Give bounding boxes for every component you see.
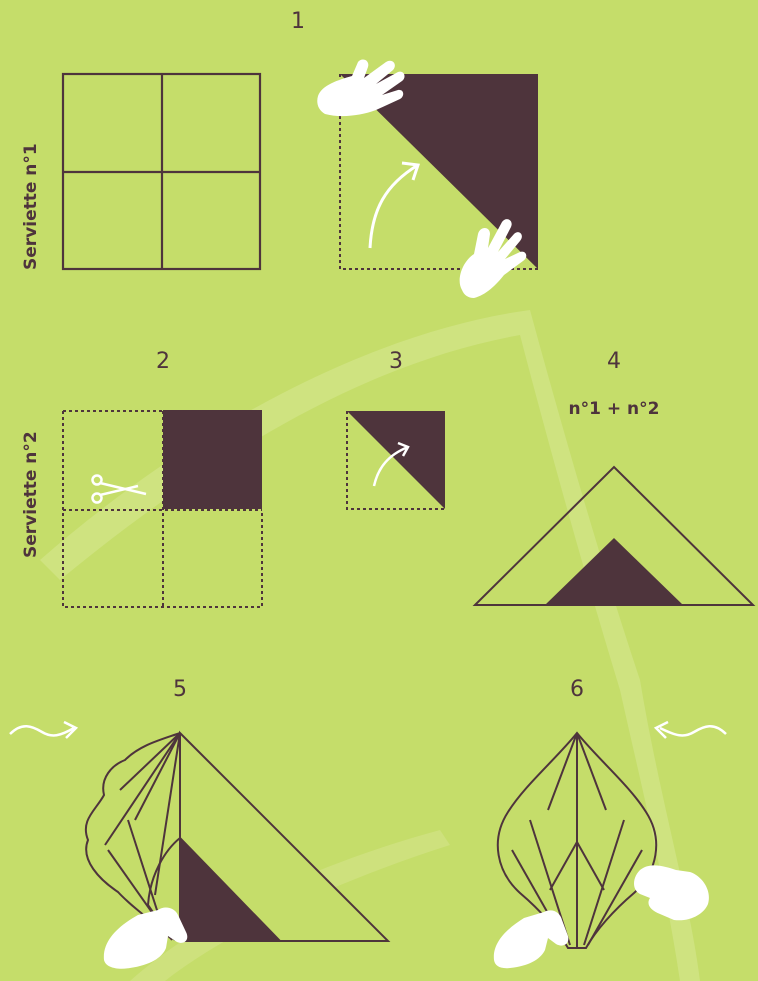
step-number-1: 1 [291,9,305,34]
serviette-2-label: Serviette n°2 [21,431,41,558]
serviette-1-label: Serviette n°1 [21,143,41,270]
step-number-4: 4 [607,349,621,374]
combo-label: n°1 + n°2 [569,399,660,419]
step-number-5: 5 [173,677,187,702]
step-number-6: 6 [570,677,584,702]
step-number-3: 3 [389,349,403,374]
step-number-2: 2 [156,349,170,374]
